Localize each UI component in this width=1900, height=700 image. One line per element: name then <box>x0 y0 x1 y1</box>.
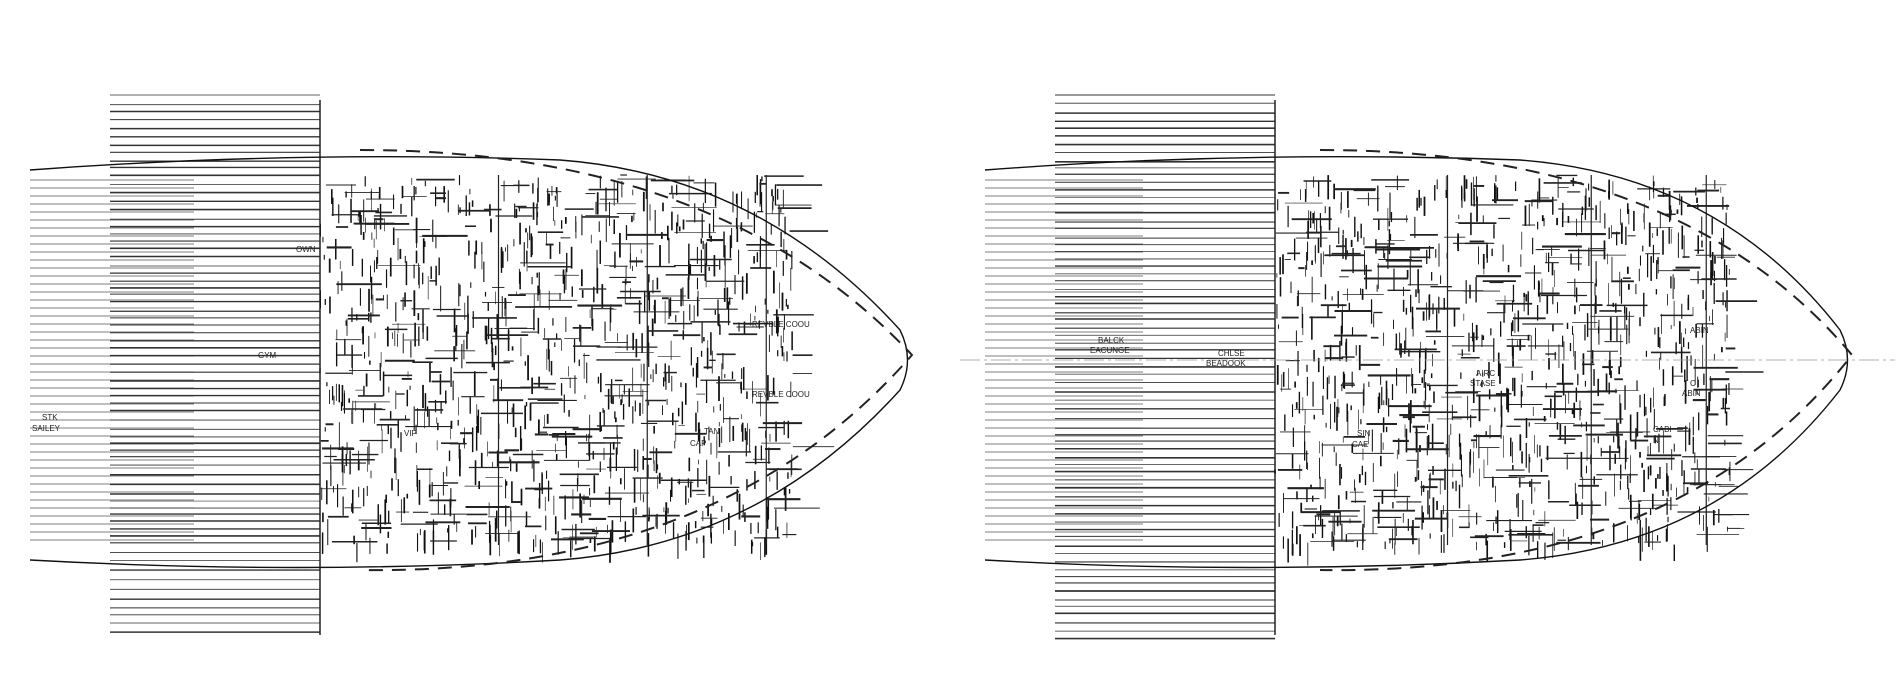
room-label-cabin-5: ABIN <box>1690 326 1709 335</box>
room-label-owner: OWN <box>296 245 316 254</box>
room-label-sailey: SAILEY <box>32 424 61 433</box>
plan-linework <box>30 94 835 635</box>
room-label-convertible-2: REVBLE COOU <box>752 390 810 399</box>
room-label-cabin-2: CAE <box>1352 440 1368 449</box>
room-label-cabin-3: CABI <box>1653 425 1672 434</box>
room-label-cabin: SIN <box>1357 429 1371 438</box>
room-label-vip: VIP <box>404 429 417 438</box>
hull-outline <box>29 155 909 569</box>
room-label-balcony-2: EACUNGE <box>1090 346 1130 355</box>
room-label-balcony: BALCK <box>1098 336 1125 345</box>
plan-linework <box>985 94 1764 640</box>
deck-plan-left: OWN GYM VIP REVBLE COOU REVBLE COOU CAP … <box>29 94 914 635</box>
room-label-staircase: AIRC <box>1476 369 1495 378</box>
room-label-cabin-4: C <box>1690 379 1696 388</box>
hull-dashed-outline <box>359 149 914 572</box>
room-label-cabin-4b: ABIN <box>1682 389 1701 398</box>
hull-outline <box>984 155 1849 569</box>
room-label-gym: GYM <box>258 351 277 360</box>
room-label-staircase-2: STASE <box>1470 379 1496 388</box>
deck-plan-right: BALCK EACUNGE CHLSE BEADOOK AIRC STASE S… <box>960 94 1895 640</box>
room-label-tan: TAN <box>704 427 720 436</box>
room-label-stk: STK <box>42 413 58 422</box>
room-label-chaise: CHLSE <box>1218 349 1245 358</box>
room-label-captain: CAP <box>690 439 706 448</box>
room-label-convertible-1: REVBLE COOU <box>752 320 810 329</box>
hull-dashed-outline <box>1319 149 1854 572</box>
room-label-cabin-3b: N <box>1653 436 1659 445</box>
room-label-chaise-2: BEADOOK <box>1206 359 1246 368</box>
